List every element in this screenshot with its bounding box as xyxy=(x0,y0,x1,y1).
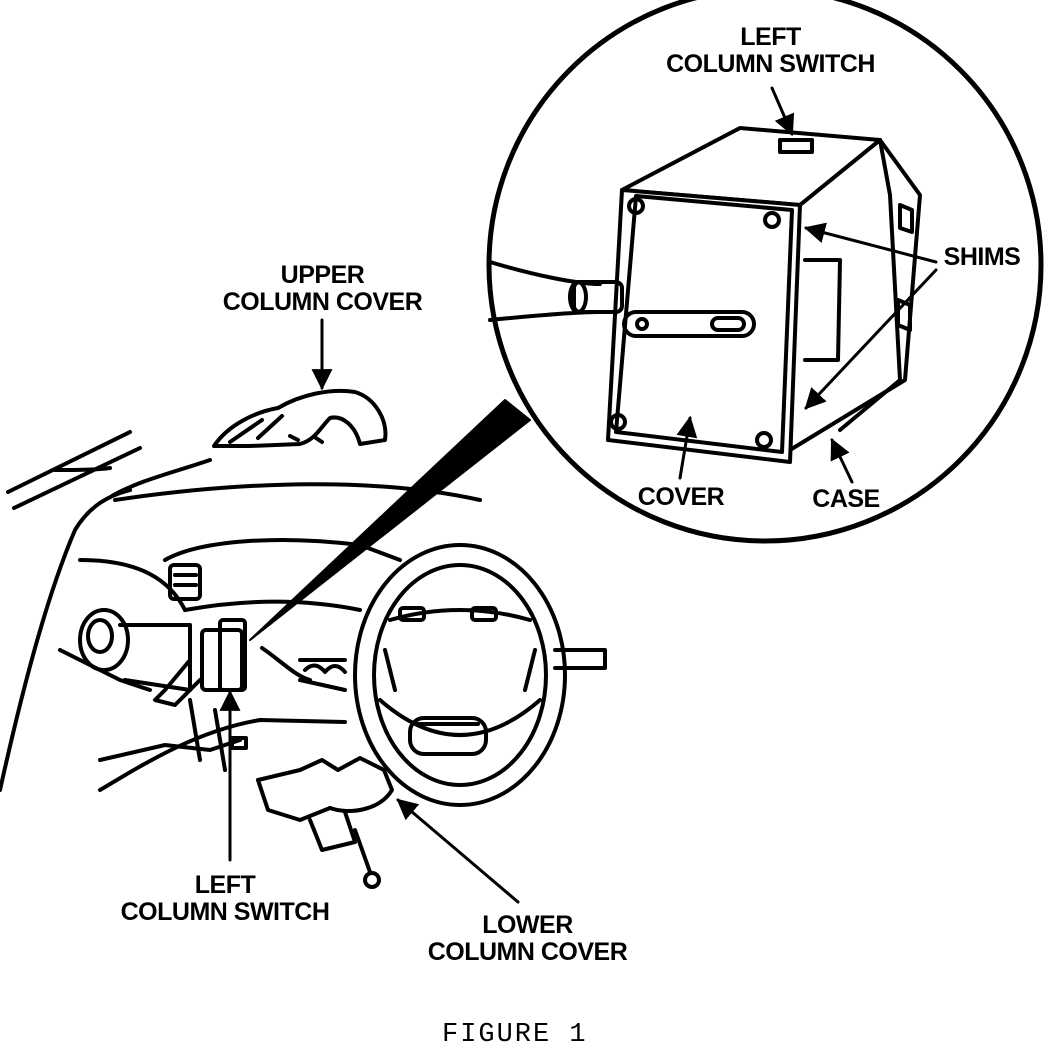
label-cover: COVER xyxy=(637,483,725,511)
windshield-pillar xyxy=(0,430,212,792)
label-inset-switch-line2: COLUMN SWITCH xyxy=(666,50,875,78)
callout-wedge xyxy=(249,399,531,641)
side-vent xyxy=(78,608,192,692)
steering-wheel xyxy=(353,543,607,807)
dashboard xyxy=(58,482,482,792)
label-upper-line1: UPPER xyxy=(280,261,365,289)
left-column-switch-part xyxy=(153,618,347,707)
arrow-cover xyxy=(676,415,698,480)
lower-column-cover-part xyxy=(256,756,394,889)
label-switch-line1: LEFT xyxy=(194,871,256,899)
label-shims: SHIMS xyxy=(943,243,1021,271)
label-upper-line2: COLUMN COVER xyxy=(222,288,423,316)
label-lower-line2: COLUMN COVER xyxy=(427,938,628,966)
label-case: CASE xyxy=(812,485,880,513)
label-left-column-switch-inset: LEFT COLUMN SWITCH xyxy=(648,24,893,78)
label-upper-column-cover: UPPER COLUMN COVER xyxy=(205,262,440,316)
arrow-lower-cover xyxy=(396,798,520,904)
arrow-shims-lower xyxy=(804,268,938,410)
label-lower-column-cover: LOWER COLUMN COVER xyxy=(410,912,645,966)
label-switch-line2: COLUMN SWITCH xyxy=(120,898,330,926)
figure-caption: FIGURE 1 xyxy=(442,1020,588,1050)
callout-arrows xyxy=(219,86,938,904)
upper-column-cover-part xyxy=(212,388,388,448)
label-inset-switch-line1: LEFT xyxy=(740,23,801,51)
arrow-inset-switch xyxy=(770,86,795,136)
arrow-case xyxy=(830,438,854,484)
label-lower-line1: LOWER xyxy=(482,911,573,939)
inset-cover-plate xyxy=(606,188,802,464)
label-left-column-switch: LEFT COLUMN SWITCH xyxy=(100,872,350,926)
arrow-shims-upper xyxy=(803,222,938,264)
inset-lever xyxy=(488,260,624,322)
